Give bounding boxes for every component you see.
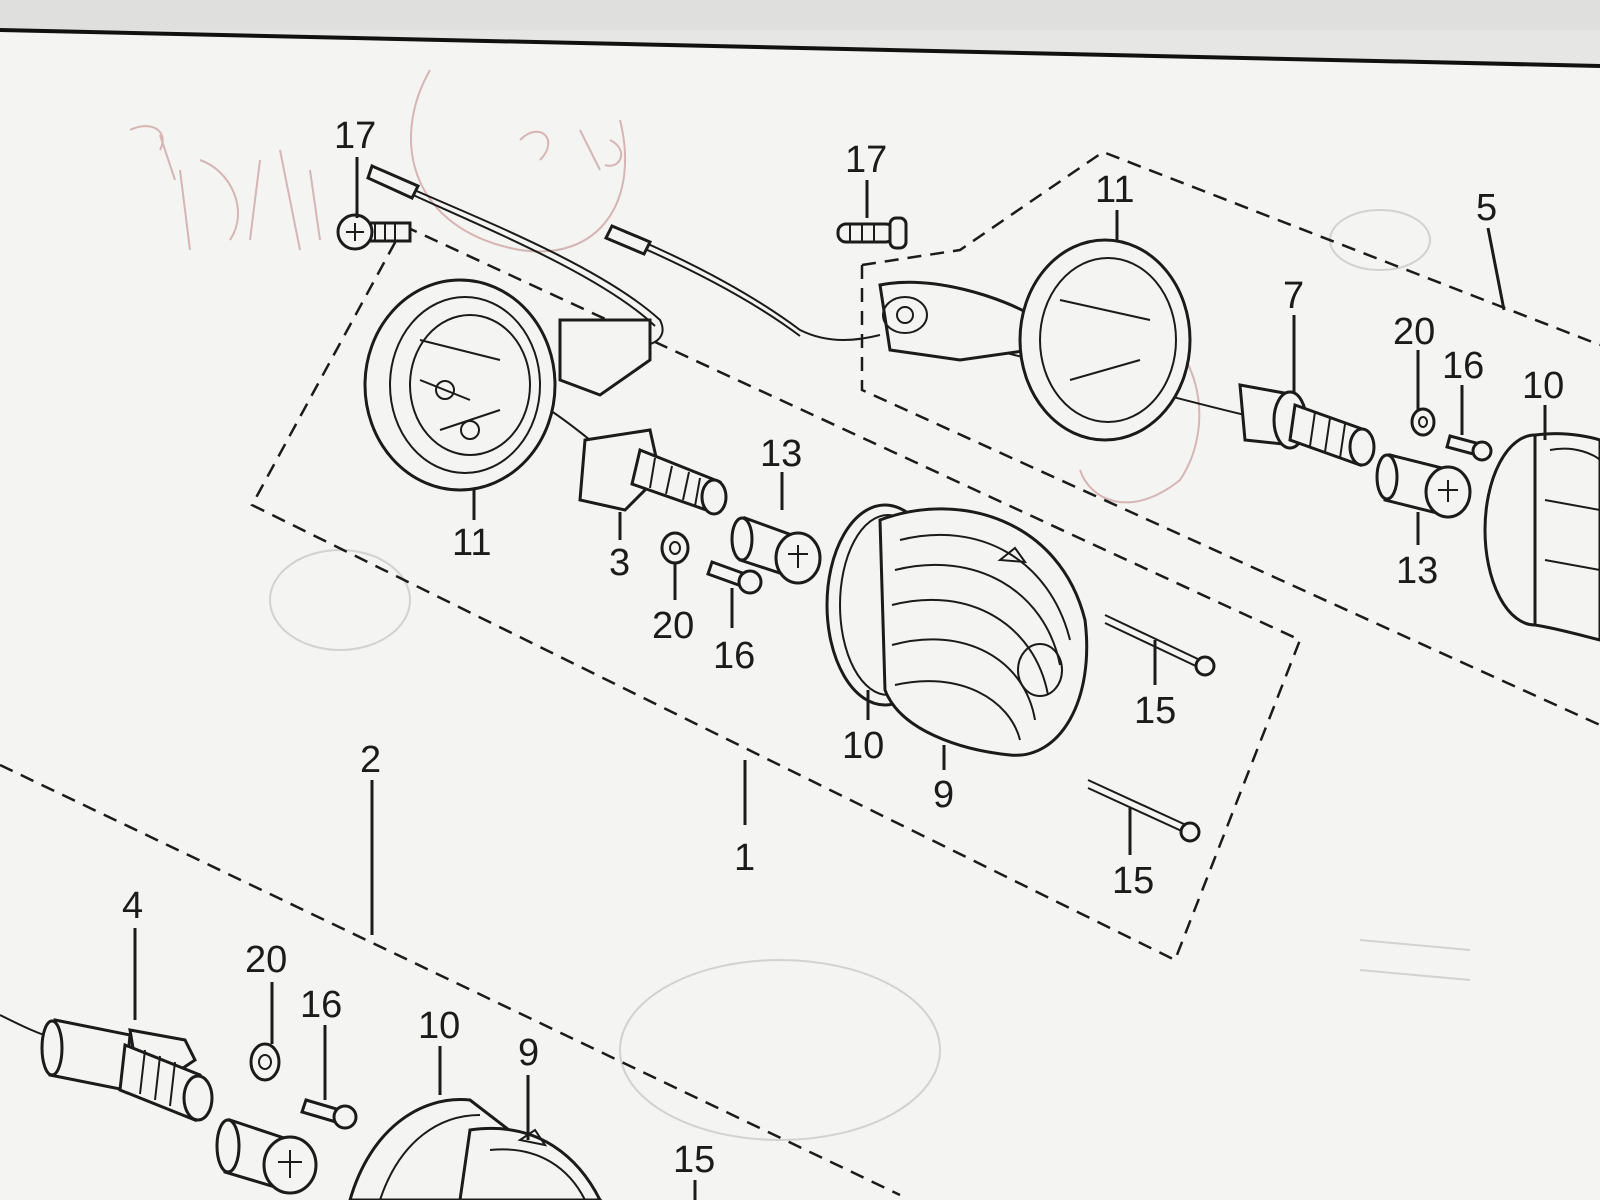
washer-20-bottom bbox=[249, 1042, 281, 1082]
callout-4: 4 bbox=[122, 885, 143, 927]
assembly-1-outline bbox=[250, 224, 1302, 962]
callout-9-center: 9 bbox=[933, 774, 954, 816]
page-header-rule bbox=[0, 28, 1600, 68]
assembly-5-outline bbox=[860, 150, 1600, 727]
callout-16-right: 16 bbox=[1442, 345, 1484, 387]
callout-15-lower: 15 bbox=[1112, 860, 1154, 902]
callout-3: 3 bbox=[609, 542, 630, 584]
callout-20-right: 20 bbox=[1393, 311, 1435, 353]
washer-20-right bbox=[1410, 407, 1436, 437]
callout-15-bottom: 15 bbox=[673, 1139, 715, 1181]
callout-10-bottom: 10 bbox=[418, 1005, 460, 1047]
wire-connector-plugs bbox=[366, 163, 653, 256]
bulb-bottom bbox=[215, 1117, 318, 1195]
bulb-13-right bbox=[1375, 453, 1472, 519]
callout-17-right: 17 bbox=[845, 139, 887, 181]
callout-16-center: 16 bbox=[713, 635, 755, 677]
callout-9-bottom: 9 bbox=[518, 1032, 539, 1074]
assembly-2-outline bbox=[0, 763, 901, 1197]
callout-17-left: 17 bbox=[334, 115, 376, 157]
screw-15-lower bbox=[1087, 779, 1201, 843]
screw-15-upper bbox=[1104, 614, 1216, 677]
callout-15-upper: 15 bbox=[1134, 690, 1176, 732]
lens-9-with-rim-10-center bbox=[825, 503, 1089, 757]
callout-13-center: 13 bbox=[760, 433, 802, 475]
screw-16-right bbox=[1445, 434, 1493, 462]
socket-7 bbox=[1238, 383, 1376, 468]
screw-16-center bbox=[706, 560, 763, 595]
paper-shadow bbox=[0, 0, 1600, 30]
socket-4 bbox=[40, 1018, 214, 1123]
screw-16-bottom bbox=[300, 1098, 358, 1130]
socket-3 bbox=[578, 428, 728, 516]
housing-11-left bbox=[363, 278, 652, 492]
housing-11-right bbox=[878, 238, 1192, 442]
callout-11-left: 11 bbox=[452, 522, 491, 564]
callout-10-right: 10 bbox=[1522, 365, 1564, 407]
screw-17-right bbox=[836, 216, 908, 250]
bulb-13-center bbox=[730, 515, 822, 585]
screw-17-left bbox=[336, 213, 412, 251]
callout-1: 1 bbox=[734, 837, 755, 879]
callout-10-center: 10 bbox=[842, 725, 884, 767]
callout-labels: 17 17 11 5 7 20 16 10 13 11 3 13 20 16 1… bbox=[122, 115, 1564, 1181]
washer-20-center bbox=[660, 531, 690, 565]
callout-20-center: 20 bbox=[652, 605, 694, 647]
callout-5: 5 bbox=[1476, 187, 1497, 229]
lens-10-right-edge bbox=[1483, 432, 1600, 642]
callout-20-bottom: 20 bbox=[245, 939, 287, 981]
callout-2: 2 bbox=[360, 739, 381, 781]
callout-13-right: 13 bbox=[1396, 550, 1438, 592]
callout-7: 7 bbox=[1283, 275, 1304, 317]
callout-16-bottom: 16 bbox=[300, 984, 342, 1026]
callout-11-right: 11 bbox=[1095, 169, 1134, 211]
callout-leader-lines bbox=[133, 157, 1547, 1200]
lens-9-with-rim-10-bottom bbox=[348, 1098, 603, 1200]
